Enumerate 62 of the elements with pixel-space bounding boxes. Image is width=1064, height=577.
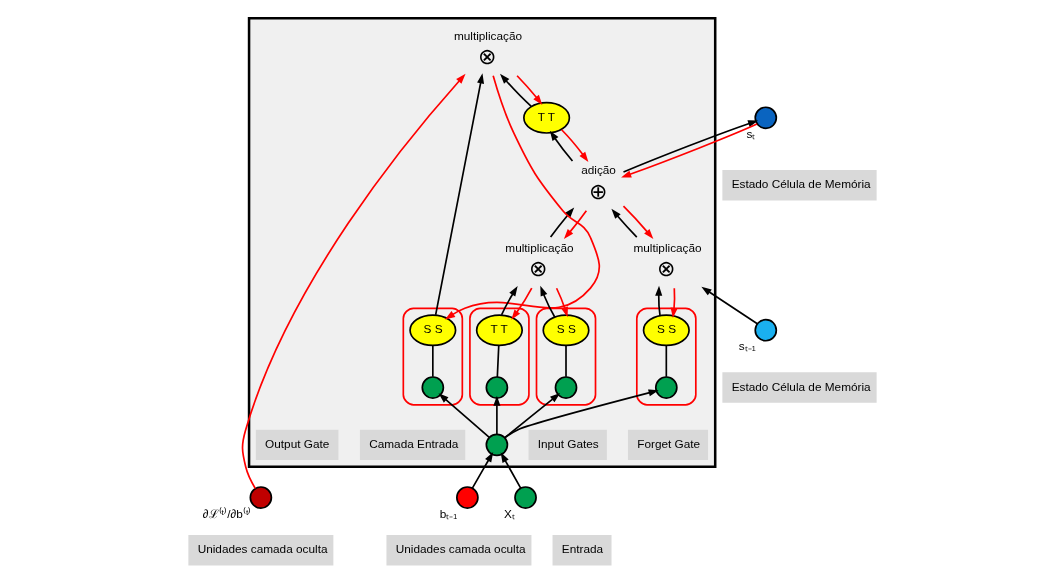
node-text: ⊗: [528, 256, 547, 282]
arrow: [622, 205, 653, 240]
arrow: [437, 393, 490, 439]
arrow: [434, 73, 484, 316]
node-circle: [753, 106, 777, 130]
arrow: [670, 287, 678, 318]
node-circle: [420, 376, 444, 399]
node-ellipse: S S: [642, 314, 690, 347]
node-ellipse: S S: [541, 314, 590, 347]
node-box: Estado Célula de Memória: [721, 372, 877, 403]
node-label: sₜ: [746, 126, 755, 141]
node-ellipse: T T: [522, 101, 570, 134]
node-label: multiplicação: [504, 241, 574, 255]
node-circle: [485, 376, 508, 399]
arrow: [700, 286, 758, 325]
arrow: [499, 73, 532, 108]
node-label: multiplicação: [453, 28, 522, 43]
node-box: Input Gates: [528, 429, 607, 461]
arrow: [503, 389, 659, 439]
arrow: [549, 130, 573, 162]
node-box: Estado Célula de Memória: [721, 170, 877, 201]
arrow: [500, 452, 522, 489]
node-ellipse: S S: [408, 314, 456, 347]
node-circle: [485, 433, 508, 457]
node-box: Entrada: [552, 535, 612, 566]
node-circle: [455, 486, 479, 509]
node-label: sₜ₋₁: [738, 339, 756, 354]
connector: [495, 344, 500, 378]
arrow: [503, 393, 560, 439]
node-box: Unidades camada oculta: [385, 535, 531, 566]
node-box: Unidades camada oculta: [187, 535, 333, 566]
arrow: [471, 452, 493, 489]
node-text: ⊗: [477, 43, 496, 69]
node-label: ∂ℒ⁽ᵗ⁾/∂b⁽ᵗ⁾: [202, 506, 251, 521]
node-label: multiplicação: [632, 241, 702, 255]
arrow: [563, 209, 587, 240]
arrow: [444, 74, 600, 320]
node-circle: [753, 318, 777, 342]
node-label: Xₜ: [503, 506, 515, 521]
node-text: ⊗: [656, 256, 675, 282]
node-label: bₜ₋₁: [439, 506, 457, 521]
node-text: ⊕: [588, 178, 607, 204]
arrow: [610, 208, 638, 238]
arrow: [492, 395, 500, 435]
arrow: [560, 128, 588, 162]
connector: [664, 344, 667, 378]
arrow: [555, 287, 568, 318]
arrow: [539, 285, 556, 318]
arrow: [500, 286, 518, 316]
arrow: [549, 207, 574, 238]
cluster: [247, 17, 716, 469]
node-ellipse: T T: [475, 314, 523, 347]
connector: [431, 344, 434, 378]
arrow: [654, 285, 662, 317]
node-circle: [513, 486, 537, 509]
arrow: [515, 74, 542, 106]
connector: [564, 344, 567, 378]
node-label: adição: [580, 163, 616, 178]
node-circle: [249, 486, 272, 509]
node-circle: [654, 376, 678, 399]
node-circle: [554, 376, 577, 399]
arrow: [510, 287, 533, 320]
